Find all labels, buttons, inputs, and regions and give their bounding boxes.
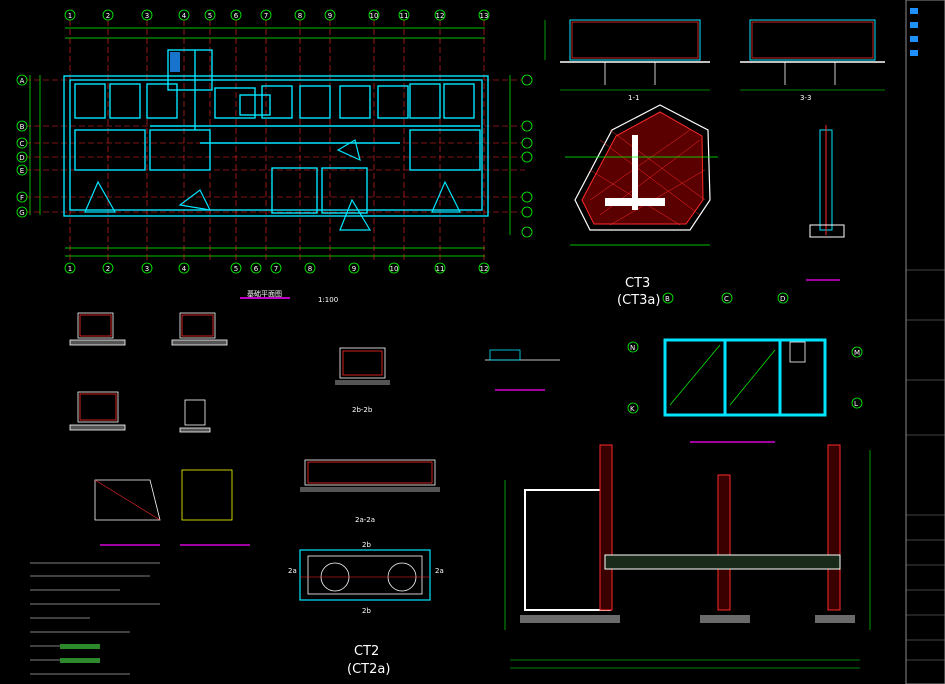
ct2-dim-top: 2b: [362, 541, 371, 549]
section-3-label: 3-3: [800, 94, 811, 102]
plan-axis-top-6: 7: [264, 12, 268, 20]
pit-axis-b: B: [665, 295, 670, 303]
plan-axis-top-10: 11: [400, 12, 409, 20]
plan-axis-top-11: 12: [436, 12, 445, 20]
plan-axis-bottom-2: 3: [145, 265, 149, 273]
plan-axis-top-9: 10: [370, 12, 379, 20]
column-detail: [806, 125, 845, 281]
ct3-sub-label: (CT3a): [617, 293, 660, 308]
plan-axis-top-12: 13: [480, 12, 489, 20]
pit-axis-l: L: [854, 400, 858, 408]
plan-axis-top-3: 4: [182, 12, 187, 20]
plan-axis-left-0: A: [20, 77, 25, 85]
ct3-label: CT3: [625, 276, 650, 291]
lift-pit-section: [504, 444, 871, 669]
plan-axis-bottom-9: 10: [390, 265, 399, 273]
ct2-dim-right: 2a: [435, 567, 444, 575]
section-2b: 2b-2b: [335, 347, 390, 414]
plan-axis-bottom-6: 7: [274, 265, 278, 273]
pit-axis-k: K: [630, 405, 635, 413]
plan-axis-bottom-8: 9: [352, 265, 356, 273]
gutter-detail: [485, 349, 560, 391]
plan-axis-bottom-1: 2: [106, 265, 110, 273]
plan-axis-bottom-10: 11: [436, 265, 445, 273]
plan-axis-left-4: E: [20, 167, 24, 175]
corner-detail: [94, 469, 250, 546]
section-elevations: 1-1 3-3: [544, 19, 885, 102]
pit-axis-m: M: [854, 349, 860, 357]
wall-footing-details: [69, 312, 228, 433]
plan-axis-left-1: B: [20, 123, 25, 131]
general-notes: [30, 562, 160, 675]
plan-axis-bottom-0: 1: [68, 265, 72, 273]
title-block: [905, 0, 945, 684]
ct2-label: CT2: [354, 644, 379, 659]
plan-axis-top-0: 1: [68, 12, 72, 20]
plan-axis-left-2: C: [20, 140, 25, 148]
ct2-dim-left: 2a: [288, 567, 297, 575]
section-2b-label: 2b-2b: [352, 406, 373, 414]
lift-pit-plan: B C D N K M L: [627, 292, 863, 443]
plan-axis-left-5: F: [20, 194, 24, 202]
plan-axis-top-8: 9: [328, 12, 332, 20]
plan-axis-top-7: 8: [298, 12, 302, 20]
ct2-pile-cap-plan: 2b 2b 2a 2a CT2 (CT2a): [288, 541, 444, 677]
pit-axis-n: N: [630, 344, 635, 352]
plan-axis-bottom-11: 12: [480, 265, 489, 273]
pit-axis-d: D: [780, 295, 785, 303]
plan-axis-left-6: G: [19, 209, 24, 217]
plan-axis-left-3: D: [19, 154, 24, 162]
ct3-pile-cap-plan: CT3 (CT3a): [565, 104, 718, 308]
foundation-plan: 基础平面图 1:100: [16, 9, 533, 304]
pit-axis-c: C: [724, 295, 729, 303]
plan-axis-bottom-4: 5: [234, 265, 238, 273]
plan-axis-top-1: 2: [106, 12, 110, 20]
plan-axis-top-5: 6: [234, 12, 239, 20]
section-2a-label: 2a-2a: [355, 516, 375, 524]
section-1-label: 1-1: [628, 94, 639, 102]
section-2a: 2a-2a: [300, 459, 440, 524]
ct2-dim-bottom: 2b: [362, 607, 371, 615]
plan-axis-top-4: 5: [208, 12, 212, 20]
plan-scale: 1:100: [318, 296, 338, 304]
plan-axis-bottom-7: 8: [308, 265, 312, 273]
plan-axis-bottom-3: 4: [182, 265, 187, 273]
ct2-sub-label: (CT2a): [347, 662, 390, 677]
plan-title: 基础平面图: [247, 289, 282, 298]
plan-axis-top-2: 3: [145, 12, 149, 20]
plan-axis-bottom-5: 6: [254, 265, 259, 273]
